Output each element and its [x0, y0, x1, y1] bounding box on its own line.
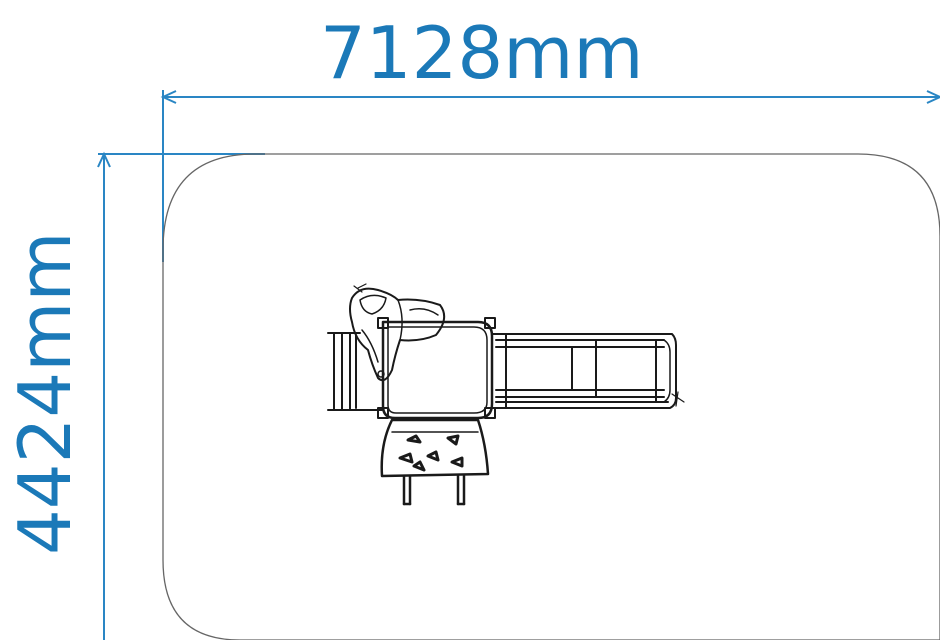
left-ladder	[327, 332, 383, 411]
support-posts	[402, 474, 466, 506]
width-dimension-label: 7128mm	[320, 11, 644, 95]
slide	[491, 333, 685, 409]
animal-head-roof	[349, 283, 446, 382]
climbing-wall	[380, 418, 490, 478]
safety-area-outline	[162, 153, 940, 640]
central-platform	[377, 317, 496, 420]
height-dimension-label: 4424mm	[3, 231, 87, 555]
height-dimension-line	[97, 151, 265, 640]
playground-equipment	[327, 283, 685, 506]
width-dimension-line	[160, 90, 940, 262]
